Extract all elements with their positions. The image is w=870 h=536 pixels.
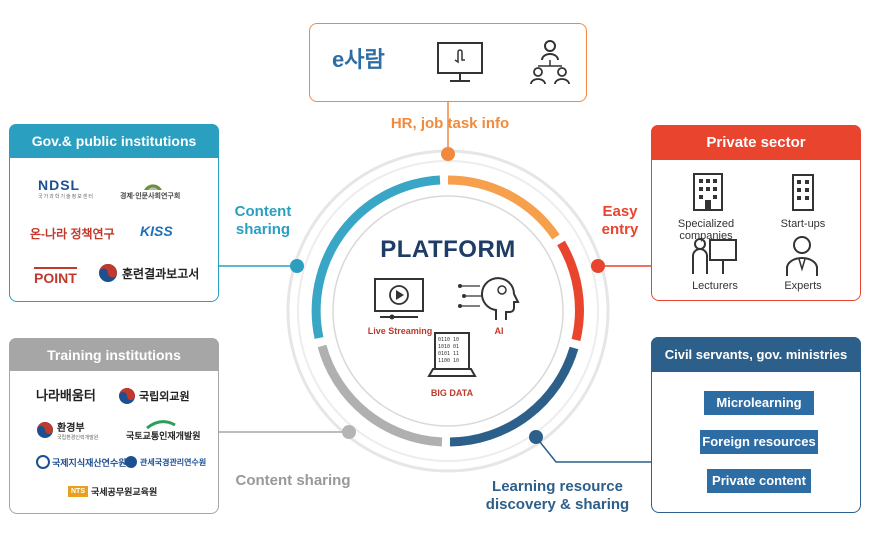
narabaeumteo-logo: 나라배움터: [36, 385, 96, 404]
nrc-logo-text: 경제·인문사회연구회: [120, 193, 181, 200]
knda-logo-text: 국립외교원: [139, 391, 190, 403]
e-saram-logo-text: e사람: [332, 47, 385, 72]
knda-logo: 국립외교원: [118, 387, 190, 405]
kiss-logo-text: KISS: [140, 223, 173, 239]
connector-dot-training: [342, 425, 356, 439]
connector-dot-civil: [529, 430, 543, 444]
private-content-chip: Private content: [707, 469, 811, 493]
platform-title: PLATFORM: [380, 236, 516, 263]
connector-dot-private: [591, 259, 605, 273]
customs-academy-logo-text: 관세국경관리연수원: [140, 457, 207, 467]
ipti-logo: 국제지식재산연수원: [36, 455, 127, 469]
lecturer-icon: [692, 238, 737, 274]
easy-entry-label: Easy entry: [601, 203, 639, 238]
gov-institutions-title: Gov.& public institutions: [9, 124, 219, 158]
learning-resource-label: Learning resource discovery & sharing: [485, 478, 630, 513]
ai-label: AI: [494, 326, 504, 336]
connector-dot-gov: [290, 259, 304, 273]
ipti-logo-text: 국제지식재산연수원: [52, 457, 127, 468]
expert-icon: [786, 236, 818, 276]
startups-label: Start-ups: [780, 218, 826, 230]
microlearning-chip: Microlearning: [704, 391, 814, 415]
taegeuk-icon: [119, 388, 135, 404]
startup-building-icon: [792, 174, 814, 211]
live-streaming-icon: [374, 278, 424, 320]
ndsl-logo-subtext: 국가과학기술정보센터: [38, 194, 95, 200]
svg-text:0101 11: 0101 11: [438, 351, 459, 357]
connector-dot-top: [441, 147, 455, 161]
onnara-logo-text: 온-나라 정책연구: [30, 227, 115, 241]
svg-text:0110 10: 0110 10: [438, 337, 459, 343]
hr-info-label: HR, job task info: [390, 115, 510, 132]
nts-academy-logo-text: 국세공무원교육원: [91, 487, 158, 497]
ipti-emblem-icon: [36, 455, 50, 469]
nrc-logo: 경제·인문사회연구회: [120, 175, 180, 201]
svg-text:1100 10: 1100 10: [438, 358, 459, 364]
taegeuk-icon: [37, 422, 53, 438]
ring-segment-navy: [449, 346, 579, 447]
office-building-icon: [693, 173, 723, 211]
inner-ring: [332, 195, 564, 427]
civil-servants-title: Civil servants, gov. ministries: [651, 337, 861, 372]
nts-academy-logo: NTS 국세공무원교육원: [68, 485, 157, 498]
training-institutions-title: Training institutions: [9, 338, 219, 371]
civil-servants-box: Civil servants, gov. ministries Microlea…: [651, 337, 861, 513]
svg-text:1010 01: 1010 01: [438, 344, 459, 350]
private-sector-box: Private sector Specialized companies Sta…: [651, 125, 861, 301]
org-hierarchy-icon: [530, 40, 570, 85]
nrc-emblem-icon: [144, 184, 162, 190]
ndsl-logo: NDSL 국가과학기술정보센터: [38, 177, 94, 200]
gov-content-sharing-label: Content sharing: [234, 203, 292, 238]
environment-ministry-logo-subtext: 국립환경인력개발원: [57, 435, 99, 441]
experts-label: Experts: [784, 280, 822, 292]
narabaeumteo-logo-text: 나라배움터: [36, 388, 96, 403]
point-logo: POINT: [34, 267, 77, 286]
private-sector-title: Private sector: [651, 125, 861, 160]
kiss-logo: KISS: [140, 223, 173, 239]
molit-hrd-logo: 국토교통인재개발원: [126, 419, 201, 442]
outer-ring: [286, 149, 610, 473]
gov-institutions-box: Gov.& public institutions NDSL 국가과학기술정보센…: [9, 124, 219, 302]
ring-segment-teal: [311, 175, 441, 339]
customs-emblem-icon: [125, 456, 137, 468]
touch-screen-icon: [437, 42, 483, 82]
ring-segment-orange: [447, 175, 560, 240]
hr-info-box: e사람: [309, 23, 587, 102]
nts-badge-icon: NTS: [68, 486, 88, 497]
molit-swoosh-icon: [146, 420, 176, 429]
training-report-logo: 훈련결과보고서: [98, 263, 199, 283]
training-report-logo-text: 훈련결과보고서: [122, 266, 200, 281]
e-saram-logo: e사람: [332, 42, 385, 74]
lecturers-label: Lecturers: [692, 280, 738, 292]
ndsl-logo-text: NDSL: [38, 177, 81, 193]
taegeuk-icon: [99, 264, 117, 282]
molit-hrd-logo-text: 국토교통인재개발원: [126, 431, 201, 441]
point-logo-text: POINT: [34, 270, 77, 286]
training-content-sharing-label: Content sharing: [235, 472, 351, 489]
ring-segment-red: [557, 240, 584, 342]
customs-academy-logo: 관세국경관리연수원: [124, 455, 206, 469]
big-data-label: BIG DATA: [430, 388, 474, 398]
live-streaming-label: Live Streaming: [367, 326, 433, 336]
environment-ministry-logo-text: 환경부: [57, 423, 85, 434]
outer-ring-inner: [297, 160, 599, 462]
foreign-resources-chip: Foreign resources: [700, 430, 818, 454]
ai-head-icon: [458, 277, 520, 320]
ring-segment-gray: [317, 344, 443, 447]
onnara-logo: 온-나라 정책연구: [30, 225, 115, 242]
connector-civil: [535, 436, 651, 463]
